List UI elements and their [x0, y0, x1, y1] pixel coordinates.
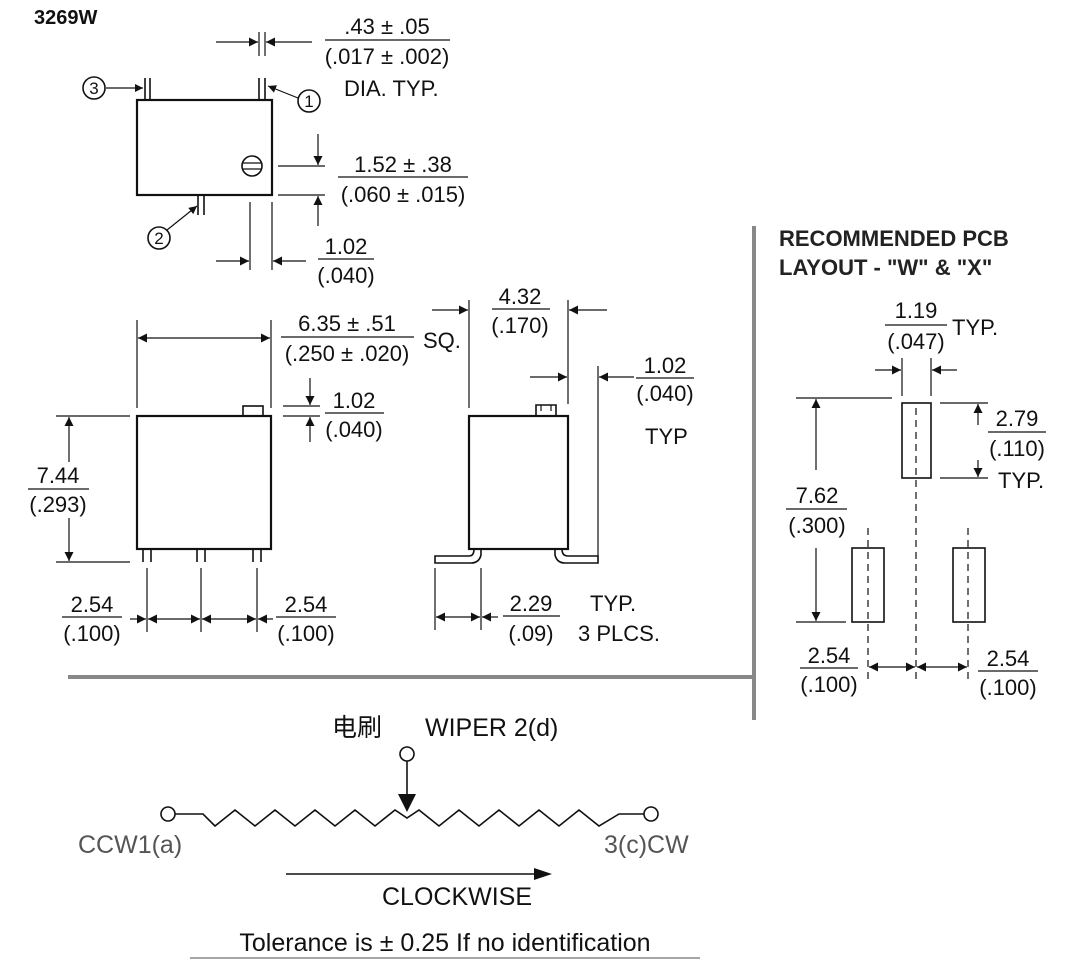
square-inch: (.250 ± .020) — [285, 341, 410, 366]
pcb-pad-left — [851, 547, 885, 623]
pcb-pad-width-note: TYP. — [952, 315, 998, 340]
side-view-body — [467, 414, 570, 551]
knob-height-mm: 1.02 — [333, 388, 376, 413]
pin-3-callout — [82, 76, 106, 100]
wiper-arrow-icon — [398, 794, 416, 812]
pcb-row-inch: (.300) — [788, 513, 845, 538]
pcb-pad-length-inch: (.110) — [989, 436, 1045, 461]
foot-note-plcs: 3 PLCS. — [578, 621, 660, 646]
pcb-pad-width-mm: 1.19 — [895, 298, 938, 323]
side-lead-note: TYP — [645, 424, 688, 449]
body-height-inch: (.293) — [29, 492, 86, 517]
body-height-mm: 7.44 — [37, 463, 80, 488]
tolerance-note: Tolerance is ± 0.25 If no identification — [239, 929, 650, 957]
wiper-cn-label: 电刷 — [332, 713, 382, 742]
front-view-body — [135, 414, 273, 551]
pcb-pad-length-note: TYP. — [998, 468, 1044, 493]
front-view-knob — [242, 405, 264, 417]
ccw-terminal — [160, 806, 176, 822]
pin-dia-mm: .43 ± .05 — [344, 14, 429, 39]
pcb-pad-wiper — [901, 402, 932, 479]
knob-height-inch: (.040) — [325, 417, 382, 442]
pin2-offset-mm: 1.02 — [325, 234, 368, 259]
foot-mm: 2.29 — [510, 591, 553, 616]
top-view-body — [135, 98, 274, 197]
pitch-left-mm: 2.54 — [71, 592, 114, 617]
pitch-right-mm: 2.54 — [285, 592, 328, 617]
adjust-screw-icon — [241, 155, 263, 177]
pcb-pad-length-mm: 2.79 — [996, 406, 1039, 431]
side-lead-inch: (.040) — [636, 381, 693, 406]
pin-1-callout — [297, 89, 321, 113]
pcb-row-mm: 7.62 — [796, 483, 839, 508]
side-lead-mm: 1.02 — [644, 353, 687, 378]
direction-arrow-icon — [534, 868, 552, 880]
wiring-schematic: 电刷 WIPER 2(d) CCW1(a) 3(c)CW CLOCKWISE — [78, 713, 689, 911]
pcb-pitch-right-mm: 2.54 — [987, 646, 1030, 671]
pitch-right-inch: (.100) — [277, 621, 334, 646]
wiper-label: WIPER 2(d) — [425, 714, 558, 742]
pin-1-number: 1 — [304, 92, 313, 111]
pitch-left-inch: (.100) — [63, 621, 120, 646]
adj-offset-mm: 1.52 ± .38 — [354, 152, 452, 177]
model-label: 3269W — [34, 7, 97, 29]
direction-label: CLOCKWISE — [382, 883, 532, 911]
pin-dia-inch: (.017 ± .002) — [325, 44, 450, 69]
side-lead-left — [434, 548, 482, 564]
pcb-pad-width-inch: (.047) — [887, 329, 944, 354]
pcb-title-line2: LAYOUT - "W" & "X" — [779, 255, 992, 280]
side-width-inch: (.170) — [491, 313, 548, 338]
front-view: 6.35 ± .51 (.250 ± .020) SQ. 1.02 (.040)… — [28, 311, 461, 646]
pcb-layout: RECOMMENDED PCB LAYOUT - "W" & "X" 1.19 … — [779, 226, 1046, 700]
side-lead-right — [554, 548, 599, 564]
side-view: 4.32 (.170) 1.02 (.040) TYP 2.29 (.09) T… — [432, 284, 694, 646]
side-width-mm: 4.32 — [499, 284, 542, 309]
pcb-pitch-right-inch: (.100) — [979, 675, 1036, 700]
pcb-pitch-left-mm: 2.54 — [808, 643, 851, 668]
foot-note-typ: TYP. — [590, 591, 636, 616]
square-mm: 6.35 ± .51 — [298, 311, 396, 336]
foot-inch: (.09) — [508, 621, 553, 646]
resistor-element — [175, 808, 644, 828]
cw-terminal — [643, 806, 659, 822]
pcb-pitch-left-inch: (.100) — [800, 672, 857, 697]
ccw-label: CCW1(a) — [78, 831, 182, 859]
pin2-offset-inch: (.040) — [317, 263, 374, 288]
pin-dia-note: DIA. TYP. — [344, 76, 439, 101]
cw-label: 3(c)CW — [604, 831, 689, 859]
pcb-title-line1: RECOMMENDED PCB — [779, 226, 1009, 251]
pin-2-callout — [147, 226, 171, 250]
square-note: SQ. — [423, 328, 461, 353]
wiper-terminal — [399, 746, 415, 762]
side-view-knob — [535, 404, 557, 416]
pin-3-number: 3 — [89, 79, 98, 98]
adj-offset-inch: (.060 ± .015) — [341, 182, 466, 207]
pin-2-number: 2 — [154, 229, 163, 248]
top-view: 3 1 2 .43 ± .05 (.017 ± .002) DIA. TYP. … — [82, 14, 468, 288]
pcb-pad-right — [952, 547, 986, 623]
